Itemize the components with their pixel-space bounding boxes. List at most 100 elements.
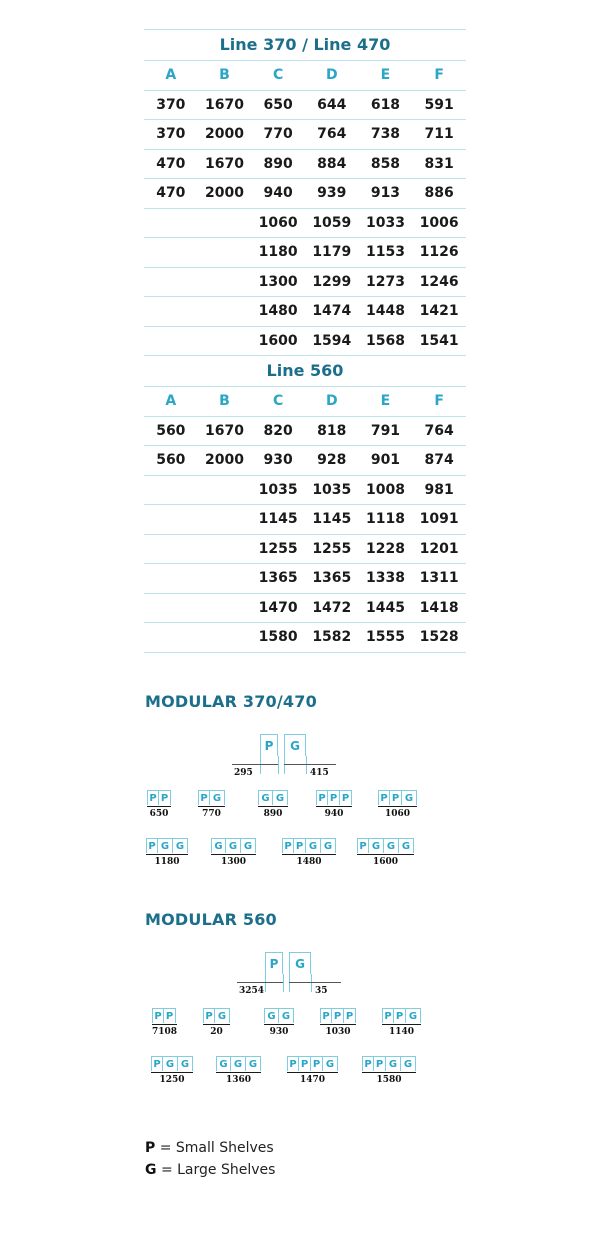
dimension-tick bbox=[284, 756, 285, 774]
dimension-tick bbox=[289, 974, 290, 992]
table-cell: 820 bbox=[251, 416, 305, 446]
table-cell: 1480 bbox=[251, 296, 305, 327]
table-cell bbox=[197, 208, 252, 238]
table-cell: 711 bbox=[412, 119, 466, 150]
table-cell: 2000 bbox=[197, 119, 252, 150]
dimension-line bbox=[289, 982, 341, 983]
shelf-box-small: P bbox=[328, 790, 340, 805]
column-header: D bbox=[304, 386, 359, 417]
legend-p-text: = Small Shelves bbox=[155, 1140, 274, 1156]
column-header: C bbox=[251, 386, 305, 417]
shelf-legend: P = Small Shelves G = Large Shelves bbox=[145, 1137, 275, 1181]
configuration-width-label: 1180 bbox=[154, 857, 180, 867]
shelf-box-small: P bbox=[152, 1008, 164, 1023]
table-cell: 874 bbox=[412, 445, 466, 476]
table-cell: 591 bbox=[412, 90, 466, 120]
shelf-box-small: P bbox=[282, 838, 294, 853]
table-cell: 940 bbox=[251, 178, 305, 209]
base-line bbox=[316, 806, 352, 807]
table-cell: 764 bbox=[304, 119, 359, 150]
dimension-label: 3254 bbox=[239, 986, 265, 996]
table-cell: 1528 bbox=[412, 622, 466, 653]
column-header: B bbox=[197, 60, 252, 91]
configuration-width-label: 650 bbox=[149, 809, 169, 819]
table-cell: 1300 bbox=[251, 267, 305, 297]
table-cell: 1246 bbox=[412, 267, 466, 297]
table-cell bbox=[144, 622, 198, 653]
dimension-tick bbox=[311, 974, 312, 992]
column-header: D bbox=[304, 60, 359, 91]
shelf-box-small: P bbox=[320, 1008, 332, 1023]
shelf-box-large: G bbox=[306, 838, 321, 853]
dimension-tick bbox=[265, 974, 266, 992]
table-cell: 1670 bbox=[197, 90, 252, 120]
configuration-width-label: 940 bbox=[324, 809, 344, 819]
column-header: F bbox=[412, 386, 466, 417]
table-cell: 818 bbox=[304, 416, 359, 446]
configuration-width-label: 1140 bbox=[388, 1027, 415, 1037]
shelf-box-small: P bbox=[332, 1008, 344, 1023]
base-line bbox=[282, 854, 336, 855]
column-header: B bbox=[197, 386, 252, 417]
table-cell: 1060 bbox=[251, 208, 305, 238]
base-line bbox=[287, 1072, 338, 1073]
base-line bbox=[146, 854, 188, 855]
table-cell: 1201 bbox=[412, 534, 466, 564]
base-line bbox=[147, 806, 171, 807]
shelf-box-small: P bbox=[344, 1008, 356, 1023]
configuration-width-label: 890 bbox=[263, 809, 283, 819]
column-header: C bbox=[251, 60, 305, 91]
shelf-box-large: G bbox=[178, 1056, 193, 1071]
table-cell: 1255 bbox=[251, 534, 305, 564]
column-header: E bbox=[358, 386, 413, 417]
table-cell bbox=[197, 504, 252, 535]
table-cell: 2000 bbox=[197, 178, 252, 209]
table-cell: 470 bbox=[144, 149, 198, 179]
table-cell: 1474 bbox=[304, 296, 359, 327]
shelf-box-small: P bbox=[340, 790, 352, 805]
table-cell: 901 bbox=[358, 445, 413, 476]
legend-p-key: P bbox=[145, 1140, 156, 1156]
table-cell bbox=[144, 593, 198, 623]
base-line bbox=[320, 1024, 356, 1025]
table-cell: 939 bbox=[304, 178, 359, 209]
shelf-box-large: G bbox=[386, 1056, 401, 1071]
column-header: A bbox=[144, 60, 198, 91]
table-cell: 1418 bbox=[412, 593, 466, 623]
dimension-line bbox=[232, 764, 278, 765]
table-cell: 1273 bbox=[358, 267, 413, 297]
table-cell: 884 bbox=[304, 149, 359, 179]
table-cell: 1126 bbox=[412, 237, 466, 268]
shelf-box-small: P bbox=[378, 790, 390, 805]
base-line bbox=[216, 1072, 261, 1073]
table-title: Line 370 / Line 470 bbox=[144, 29, 466, 61]
base-line bbox=[258, 806, 288, 807]
table-cell: 791 bbox=[358, 416, 413, 446]
shelf-box-large: G bbox=[173, 838, 188, 853]
table-cell: 886 bbox=[412, 178, 466, 209]
table-cell: 1059 bbox=[304, 208, 359, 238]
shelf-box-small: P bbox=[260, 734, 278, 756]
shelf-box-small: P bbox=[198, 790, 210, 805]
table-cell bbox=[197, 534, 252, 564]
shelf-box-large: G bbox=[284, 734, 306, 756]
table-cell: 1670 bbox=[197, 416, 252, 446]
shelf-box-small: P bbox=[287, 1056, 299, 1071]
shelf-box-large: G bbox=[210, 790, 225, 805]
dimension-tick bbox=[278, 756, 279, 774]
dimension-label: 35 bbox=[315, 986, 328, 996]
configuration-width-label: 1300 bbox=[220, 857, 247, 867]
configuration-width-label: 1470 bbox=[299, 1075, 326, 1085]
table-cell: 738 bbox=[358, 119, 413, 150]
shelf-box-large: G bbox=[369, 838, 384, 853]
table-cell bbox=[144, 267, 198, 297]
